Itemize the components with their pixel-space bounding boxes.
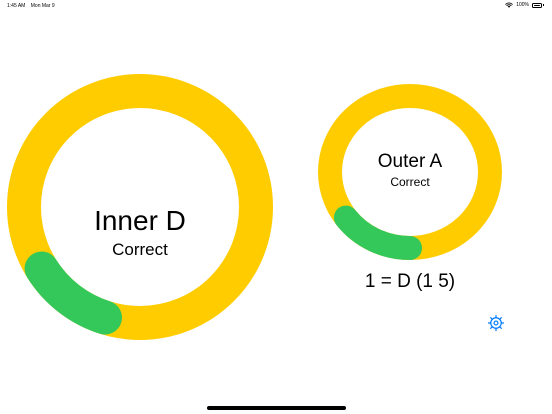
inner-ring-progress xyxy=(24,251,122,335)
battery-percent: 100% xyxy=(516,2,529,8)
outer-ring-title: Outer A xyxy=(377,151,443,172)
inner-ring: Inner D Correct xyxy=(7,74,273,340)
outer-ring: Outer A Correct xyxy=(318,84,502,260)
status-left: 1:45 AM Mon Mar 9 xyxy=(7,3,55,9)
wifi-icon xyxy=(505,2,513,8)
status-time: 1:45 AM xyxy=(7,3,26,9)
result-label: 1 = D (1 5) xyxy=(364,271,456,292)
inner-ring-graphic xyxy=(7,74,273,340)
battery-icon xyxy=(532,2,542,8)
outer-ring-progress xyxy=(333,205,422,260)
gear-icon xyxy=(487,314,505,332)
outer-ring-graphic xyxy=(318,84,502,260)
inner-ring-track xyxy=(7,74,273,340)
status-date: Mon Mar 9 xyxy=(30,3,55,9)
settings-button[interactable] xyxy=(487,314,505,332)
inner-ring-subtitle: Correct xyxy=(112,240,168,259)
battery-tip xyxy=(543,4,544,6)
home-indicator[interactable] xyxy=(207,406,346,410)
inner-ring-title: Inner D xyxy=(94,205,186,236)
status-bar: 1:45 AM Mon Mar 9 100% xyxy=(0,0,552,12)
outer-ring-subtitle: Correct xyxy=(390,175,430,189)
status-right: 100% xyxy=(505,2,544,8)
